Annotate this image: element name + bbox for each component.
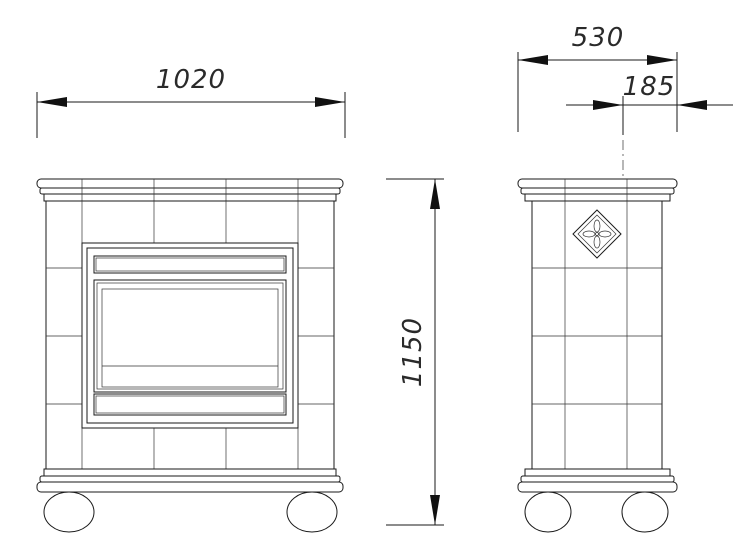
front-body [45, 200, 335, 470]
flue-offset-dimension: 185 [566, 72, 733, 179]
side-right-foot [621, 491, 669, 533]
depth-dimension-label: 530 [572, 23, 625, 53]
flue-offset-dimension-label: 185 [623, 72, 676, 102]
side-bottom-plinth [517, 468, 678, 493]
front-left-foot [43, 491, 95, 533]
height-dimension-label: 1150 [398, 317, 428, 387]
height-dimension: 1150 [386, 178, 444, 526]
depth-dimension: 530 [517, 23, 678, 132]
front-top-cornice [36, 178, 344, 202]
front-bottom-plinth [36, 468, 344, 493]
side-view [517, 178, 678, 533]
side-top-cornice [517, 178, 678, 202]
front-right-foot [286, 491, 338, 533]
side-left-foot [524, 491, 572, 533]
decorative-tile-ornament [572, 209, 622, 259]
width-dimension: 1020 [36, 65, 346, 138]
side-body [531, 200, 663, 470]
width-dimension-label: 1020 [156, 65, 226, 95]
firebox-door [81, 242, 299, 429]
front-view [36, 178, 344, 533]
